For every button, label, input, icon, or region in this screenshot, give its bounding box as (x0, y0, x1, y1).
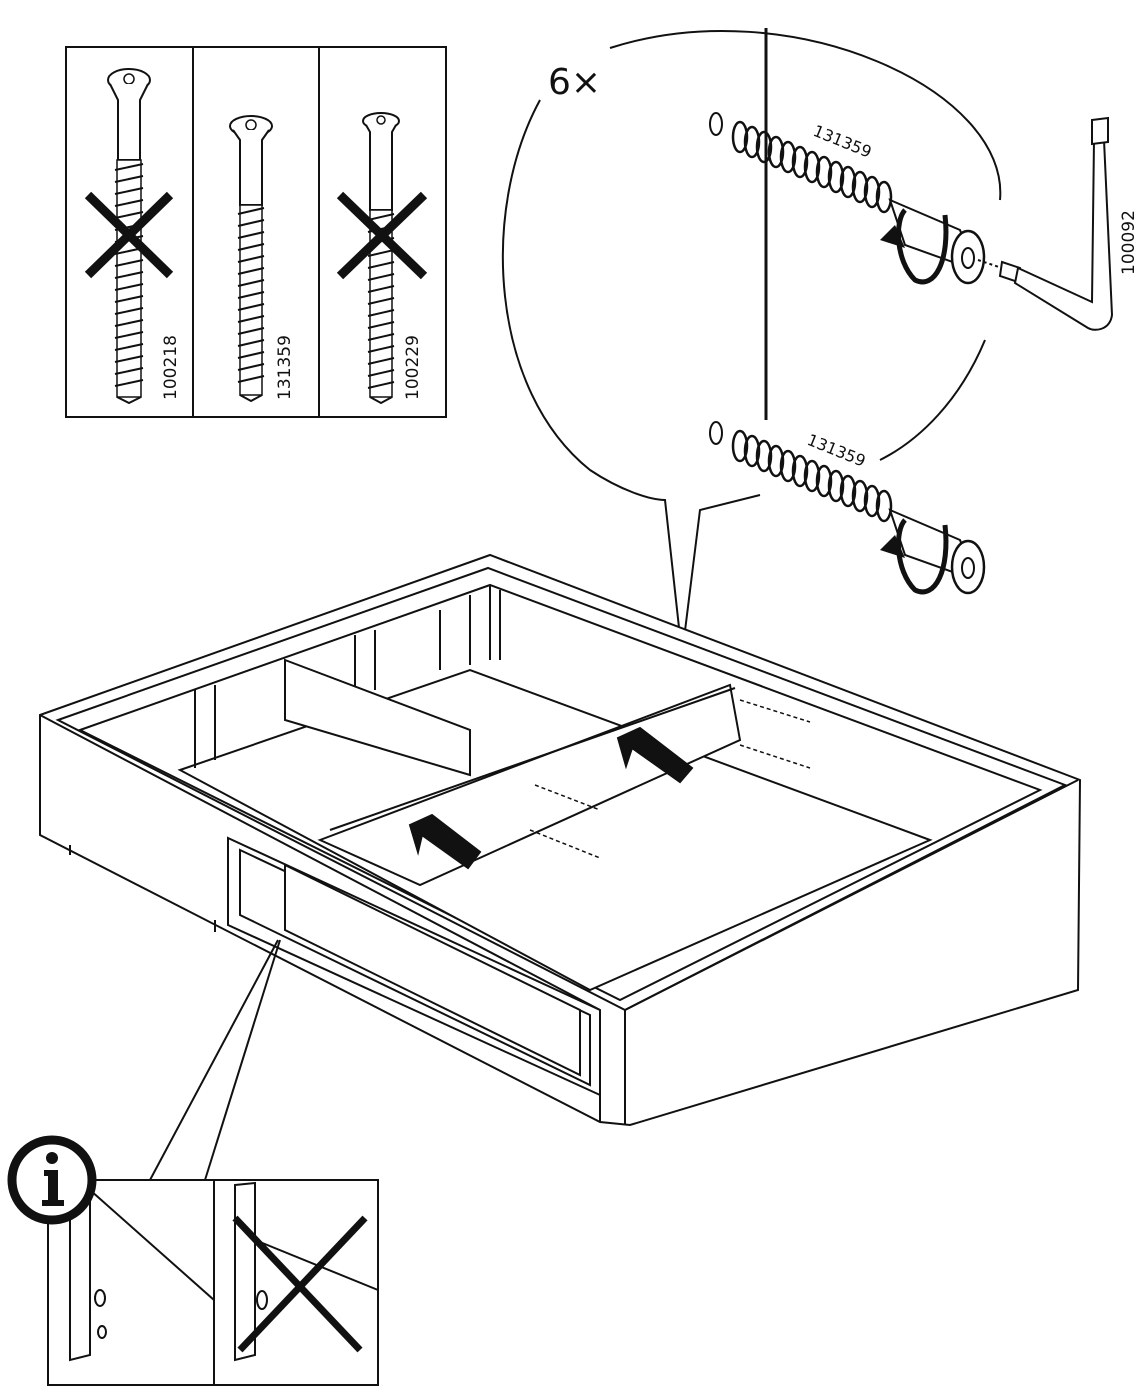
detail-screw-top: 131359 (709, 112, 986, 285)
screw-detail-bubble: 6× 131359 (502, 28, 1139, 656)
hex-key-code-label: 100092 (1119, 210, 1139, 275)
screw-131359: 131359 (229, 115, 295, 403)
screw-code-label: 131359 (275, 335, 295, 400)
push-arrow-icon (616, 726, 694, 784)
cross-mark-icon (232, 1215, 368, 1353)
detail-screw-bottom: 131359 (709, 421, 986, 595)
info-panel (7, 1135, 379, 1386)
screw-code-label: 100229 (403, 335, 423, 400)
info-icon (7, 1135, 97, 1225)
push-arrow-icon (408, 813, 482, 870)
cross-mark-icon (84, 191, 174, 279)
quantity-label: 6× (548, 62, 601, 103)
rotate-arrow-icon (880, 535, 905, 558)
hex-key: 100092 (977, 116, 1139, 331)
rotate-arrow-icon (880, 225, 905, 248)
bed-frame (39, 553, 1082, 1127)
callout-lines (95, 939, 281, 1181)
screw-100218: 100218 (84, 68, 181, 405)
screw-code-label: 131359 (805, 430, 869, 470)
screw-comparison-panel: 100218 131359 (65, 46, 447, 418)
screw-code-label: 131359 (811, 121, 875, 161)
cross-mark-icon (336, 191, 428, 280)
screw-100229: 100229 (336, 112, 428, 405)
panel-frame (65, 46, 447, 418)
screw-code-label: 100218 (161, 335, 181, 400)
